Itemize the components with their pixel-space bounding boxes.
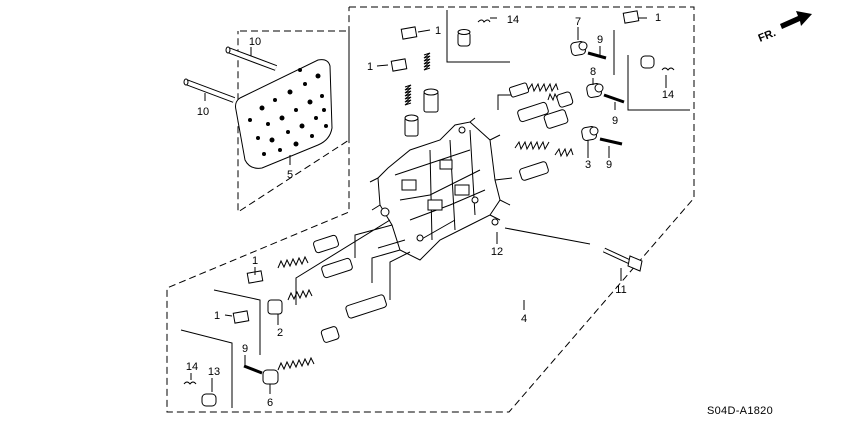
inset-box-14-right: [627, 55, 690, 111]
clip-14-right: [661, 67, 675, 71]
separator-plate-boundary: [237, 30, 350, 213]
seal-block-left-b: [232, 310, 250, 324]
dowel-pin-upper: [225, 46, 278, 71]
end-plug-7: [570, 41, 588, 56]
end-plug-8: [586, 83, 604, 98]
valve-spring-top-1: [404, 84, 412, 106]
seal-block-right: [622, 10, 640, 24]
valve-sleeve-top-1: [404, 114, 419, 137]
callout-3: 3: [585, 159, 591, 171]
callout-1-right: 1: [655, 12, 661, 24]
end-plug-2: [267, 299, 283, 315]
lower-valve-body: [377, 121, 501, 261]
callout-10-lower: 10: [197, 106, 209, 118]
callout-1-top-b: 1: [367, 61, 373, 73]
seal-block-left-a: [246, 270, 264, 284]
flange-bolt: [602, 247, 643, 272]
roll-pin-9-c: [599, 137, 623, 146]
filter-cap-left: [201, 393, 217, 407]
roll-pin-9-d: [243, 364, 263, 375]
valve-left-4: [277, 356, 315, 371]
callout-4: 4: [521, 313, 527, 325]
filter-cap-top: [457, 29, 471, 47]
callout-leaders: [190, 17, 667, 394]
callout-10-upper: 10: [249, 36, 261, 48]
inset-box-14-top: [446, 10, 510, 63]
valve-right-4: [519, 147, 574, 181]
callout-14-left: 14: [186, 361, 198, 373]
clip-14-left: [183, 381, 197, 385]
callout-9-c: 9: [606, 159, 612, 171]
check-ball: [491, 218, 499, 226]
callout-1-left-b: 1: [214, 310, 220, 322]
seal-block-top-a: [400, 26, 418, 40]
roll-pin-9-b: [603, 93, 625, 104]
assembly-boundary: [166, 6, 695, 413]
end-plug-6: [262, 369, 279, 385]
inset-box-1-left: [213, 289, 261, 355]
inset-box-14-left: [180, 329, 233, 408]
leader-lines: [295, 94, 591, 305]
valve-left-1: [277, 234, 339, 269]
drawing-code: S04D-A1820: [707, 405, 773, 417]
callout-9-d: 9: [242, 343, 248, 355]
end-plug-3: [581, 126, 599, 141]
callout-6: 6: [267, 397, 273, 409]
filter-cap-right: [640, 55, 655, 69]
dowel-pin-lower: [183, 78, 236, 103]
callout-1-left-a: 1: [252, 255, 258, 267]
direction-label: FR.: [757, 27, 778, 45]
callout-9-b: 9: [612, 115, 618, 127]
callout-1-top-a: 1: [435, 25, 441, 37]
callout-11: 11: [615, 284, 626, 296]
valve-right-2: [517, 91, 574, 123]
front-direction-arrow-icon: [780, 11, 812, 29]
separator-plate: [235, 59, 333, 169]
clip-14-top: [477, 19, 491, 23]
callout-12: 12: [491, 246, 503, 258]
callout-9-a: 9: [597, 34, 603, 46]
callout-2: 2: [277, 327, 283, 339]
callout-7: 7: [575, 16, 581, 28]
callout-5: 5: [287, 169, 293, 181]
valve-sleeve-top-2: [423, 88, 439, 113]
callout-14-right: 14: [662, 89, 674, 101]
valve-left-3: [320, 294, 387, 343]
callout-14-top: 14: [507, 14, 519, 26]
valve-left-2: [287, 257, 353, 301]
valve-spring-top-2: [423, 52, 431, 71]
valve-right-1: [508, 82, 559, 98]
callout-13: 13: [208, 366, 220, 378]
valve-right-3: [514, 109, 569, 151]
roll-pin-9-a: [587, 51, 607, 60]
callout-8: 8: [590, 66, 596, 78]
seal-block-top-b: [390, 58, 408, 72]
